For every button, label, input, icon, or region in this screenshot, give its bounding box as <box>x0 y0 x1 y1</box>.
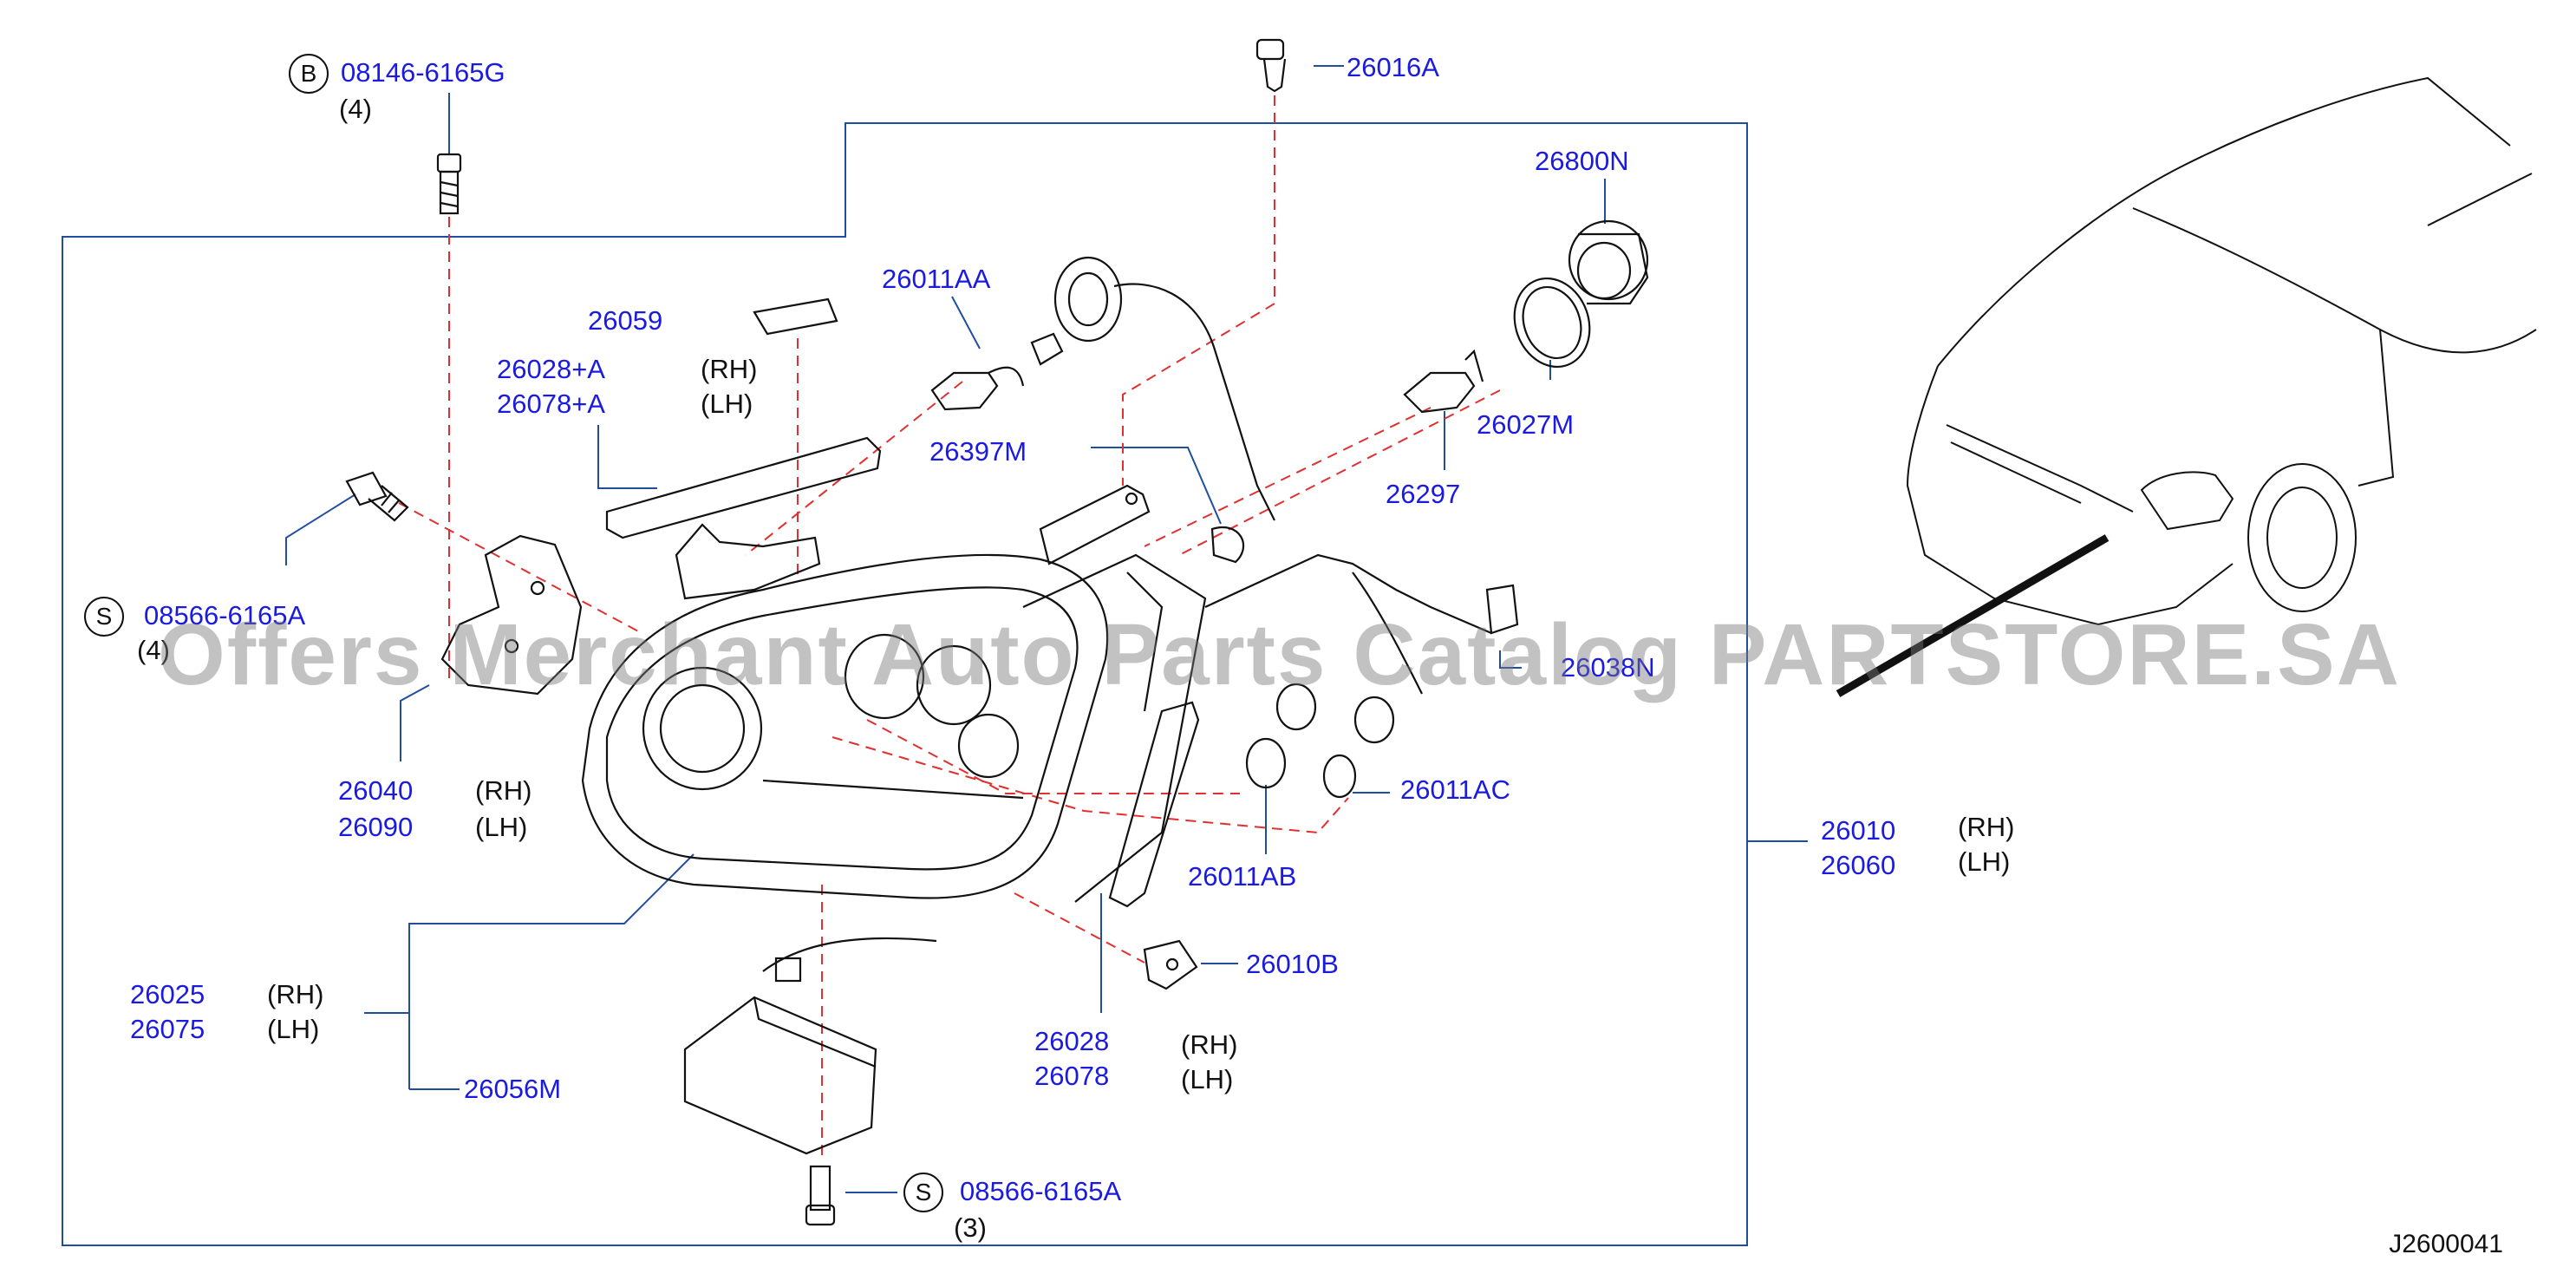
bolt-bottom-icon <box>805 1165 836 1226</box>
part-number-26078[interactable]: 26078 <box>1034 1061 1110 1091</box>
part-number-26028a[interactable]: 26028+A <box>497 354 605 384</box>
part-number-26027m[interactable]: 26027M <box>1477 409 1575 440</box>
side-label-lh: (LH) <box>701 389 753 419</box>
clip-26010b-icon <box>1143 939 1198 990</box>
part-number-26075[interactable]: 26075 <box>130 1014 205 1044</box>
quantity-label: (3) <box>954 1212 987 1243</box>
side-label-rh: (RH) <box>267 979 324 1009</box>
trim-26028a-icon <box>605 436 882 539</box>
side-label-lh: (LH) <box>1181 1064 1234 1094</box>
diagram-code: J2600041 <box>2389 1230 2503 1258</box>
side-label-rh: (RH) <box>1181 1029 1238 1060</box>
part-number-26028[interactable]: 26028 <box>1034 1026 1110 1056</box>
part-number-26010b[interactable]: 26010B <box>1246 949 1339 979</box>
side-label-lh: (LH) <box>1958 846 2011 877</box>
part-number-08566-6165a-bottom[interactable]: 08566-6165A <box>960 1176 1122 1206</box>
part-number-26800n[interactable]: 26800N <box>1535 146 1629 176</box>
ballast-26056m-icon <box>683 937 937 1155</box>
watermark-text: Offers Merchant Auto Parts Catalog PARTS… <box>158 606 2401 703</box>
bracket-26040-icon <box>440 534 583 696</box>
bulb-26297-icon <box>1403 349 1484 414</box>
dashed-guides <box>398 95 1501 1162</box>
part-number-26297[interactable]: 26297 <box>1386 479 1461 509</box>
headlamp-housing-icon <box>581 553 1207 903</box>
part-number-26011ab[interactable]: 26011AB <box>1188 861 1297 892</box>
callout-symbol-s: S <box>903 1173 943 1212</box>
leader-lines <box>285 65 1808 1193</box>
side-label-lh: (LH) <box>475 812 528 842</box>
part-number-26011aa[interactable]: 26011AA <box>882 264 991 294</box>
part-number-08146-6165g[interactable]: 08146-6165G <box>341 57 505 88</box>
quantity-label: (4) <box>339 94 372 124</box>
side-label-rh: (RH) <box>701 354 758 384</box>
part-number-26038n[interactable]: 26038N <box>1561 652 1655 683</box>
bulb-26011aa-icon <box>930 256 1275 521</box>
cap-26800n-icon <box>1568 219 1649 305</box>
side-label-rh: (RH) <box>1958 812 2015 842</box>
assembly-frame <box>62 122 1748 1246</box>
seal-26027m-icon <box>1513 277 1591 369</box>
part-number-26016a[interactable]: 26016A <box>1347 52 1439 82</box>
side-label-lh: (LH) <box>267 1014 320 1044</box>
part-number-26060[interactable]: 26060 <box>1821 850 1896 880</box>
car-sketch-icon <box>1906 76 2537 626</box>
quantity-label: (4) <box>137 635 170 665</box>
pointer-arrow <box>1836 534 2110 697</box>
bolt-08146-icon <box>436 153 462 215</box>
callout-symbol-s: S <box>84 597 124 637</box>
bulb-26011ac-icon <box>1322 754 1357 799</box>
part-number-26011ac[interactable]: 26011AC <box>1400 774 1510 805</box>
part-number-26025[interactable]: 26025 <box>130 979 205 1009</box>
harness-26038n-icon <box>1204 553 1519 744</box>
bulb-26011ab-icon <box>1245 737 1287 789</box>
callout-symbol-b: B <box>289 54 329 94</box>
part-number-08566-6165a[interactable]: 08566-6165A <box>144 600 306 630</box>
part-number-26397m[interactable]: 26397M <box>929 436 1027 467</box>
clip-26016a-icon <box>1255 38 1287 93</box>
part-number-26056m[interactable]: 26056M <box>464 1074 562 1104</box>
bracket-26397m-icon <box>1039 484 1151 565</box>
part-number-26078a[interactable]: 26078+A <box>497 389 605 419</box>
clip-26397m-icon <box>1210 526 1245 564</box>
part-number-26059[interactable]: 26059 <box>588 305 663 336</box>
part-number-26090[interactable]: 26090 <box>338 812 414 842</box>
parts-lineart <box>345 38 2537 1226</box>
bolt-08566-icon <box>345 471 409 522</box>
shim-26059-icon <box>753 297 838 336</box>
part-number-26010[interactable]: 26010 <box>1821 815 1896 846</box>
adjuster-icon <box>675 523 821 600</box>
side-label-rh: (RH) <box>475 775 532 806</box>
trim-26028-icon <box>1108 701 1200 908</box>
part-number-26040[interactable]: 26040 <box>338 775 414 806</box>
